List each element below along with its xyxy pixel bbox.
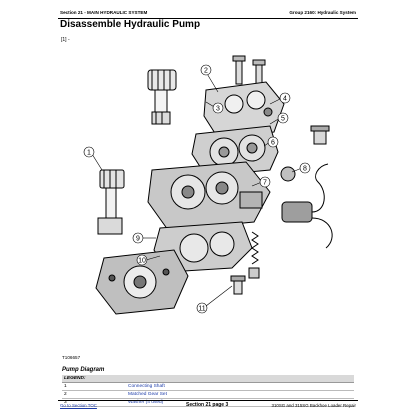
left-gear-shaft: [97, 169, 125, 235]
callout-badge: [299, 162, 311, 174]
callout-label: 5: [281, 115, 285, 122]
pump-exploded-diagram: 1 2 3 4 5 6 7 8 9 10 11: [83, 55, 333, 315]
callout-label: 6: [271, 139, 275, 146]
group-label: Group 2160: Hydraulic System: [289, 10, 356, 15]
section-label: Section 21 - MAIN HYDRAULIC SYSTEM: [60, 10, 148, 15]
page-number: Section 21 page 3: [186, 402, 229, 408]
front-mount-plate: [95, 249, 189, 315]
callout-badge: [277, 112, 289, 124]
legend-number: 3: [62, 398, 126, 407]
callout-badge: [196, 302, 208, 314]
callout-label: 3: [216, 105, 220, 112]
callout-label: 1: [87, 149, 91, 156]
callout-badge: [83, 146, 95, 158]
callout-badge: [267, 136, 279, 148]
callout-badge: [200, 64, 212, 76]
callout-label: 2: [204, 67, 208, 74]
callout-label: 11: [198, 305, 205, 312]
legend-header: LEGEND:: [62, 375, 354, 383]
page-footer: Go to Section TOC Section 21 page 3 310S…: [58, 400, 358, 411]
legend-row: 1 Connecting Shaft: [62, 382, 354, 391]
callout-label: 7: [263, 179, 267, 186]
spring-and-valve: [230, 231, 260, 295]
callout-label: 8: [303, 165, 307, 172]
callout-badge: [279, 92, 291, 104]
top-cover: [203, 81, 285, 139]
solenoid-valve: [281, 163, 333, 249]
legend-row: 3 Washer (4 used): [62, 398, 354, 407]
middle-section: [191, 125, 279, 177]
legend-number: 2: [62, 390, 126, 399]
right-fitting: [280, 125, 330, 182]
callout-label: 9: [136, 235, 140, 242]
page-title: Disassemble Hydraulic Pump: [60, 19, 201, 30]
top-bolts: [232, 55, 266, 87]
callout-badge: [132, 232, 144, 244]
callout-badge: [136, 254, 148, 266]
figure-caption: Pump Diagram: [62, 367, 105, 373]
legend-description: Matched Gear Set: [126, 390, 354, 399]
figure-reference: [1] -: [61, 37, 70, 43]
callout-labels: 1 2 3 4 5 6 7 8 9 10 11: [83, 64, 311, 314]
page-header: Section 21 - MAIN HYDRAULIC SYSTEM Group…: [58, 9, 358, 19]
legend-number: 1: [62, 382, 126, 391]
callout-badge: [259, 176, 271, 188]
callout-badge: [212, 102, 224, 114]
upper-shaft-part: [147, 69, 177, 125]
main-pump-body: [147, 161, 271, 231]
figure-id: T106657: [62, 355, 81, 360]
section-toc-link[interactable]: Go to Section TOC: [60, 403, 97, 408]
legend-description: Connecting Shaft: [126, 382, 354, 391]
legend-description: Washer (4 used): [126, 398, 354, 407]
callout-label: 4: [283, 95, 287, 102]
legend-header-row: LEGEND:: [62, 375, 354, 383]
legend-table: LEGEND: 1 Connecting Shaft 2 Matched Gea…: [62, 375, 354, 407]
document-title: 310SG and 315SG Backhoe Loader Repair: [271, 403, 356, 408]
legend-row: 2 Matched Gear Set: [62, 390, 354, 399]
callout-label: 10: [138, 257, 146, 264]
